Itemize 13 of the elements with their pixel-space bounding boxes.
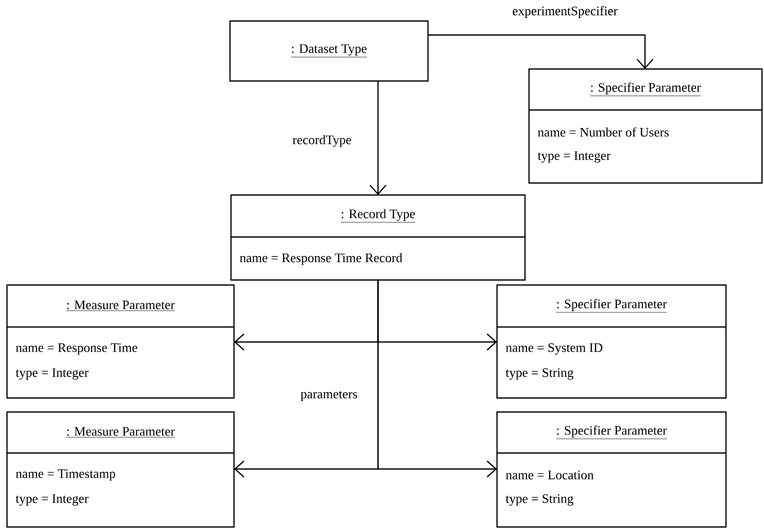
object-box: : Specifier Parameter name = Number of Users type = Integer (528, 68, 763, 184)
edge-label: experimentSpecifier (511, 5, 619, 19)
object-box: : Measure Parameter name = Timestamp type = Integer (6, 411, 235, 528)
arrow (377, 280, 497, 478)
object-box: : Specifier Parameter name = Location type = String (496, 411, 727, 528)
object-box: : Record Type name = Response Time Record (230, 194, 526, 281)
arrow (428, 34, 654, 69)
object-box: : Dataset Type (229, 20, 429, 82)
object-box: : Measure Parameter name = Response Time type = Integer (6, 284, 235, 399)
object-box: : Specifier Parameter name = System ID type = String (496, 284, 727, 399)
arrow (370, 81, 386, 195)
edge-label: recordType (292, 134, 352, 148)
edge-label: parameters (300, 390, 359, 402)
